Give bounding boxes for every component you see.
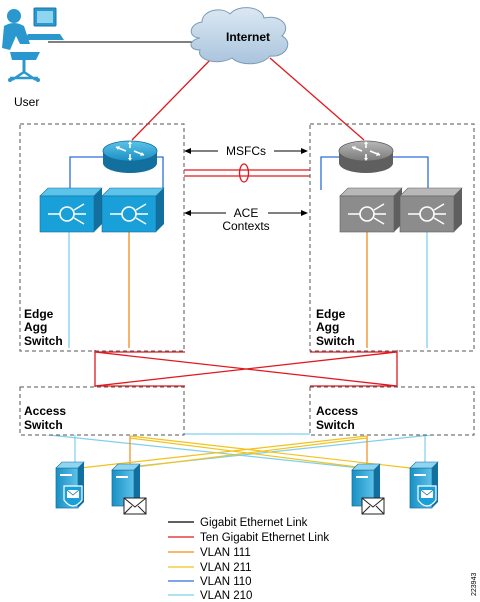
legend-label-vlan211: VLAN 211 [200,562,252,574]
server-mail-2-icon [111,463,147,515]
edge-left-label-2: Agg [24,320,47,334]
link-internet-router-right [269,57,365,141]
server-vlan-links [39,433,441,469]
edge-agg-right-box [309,123,475,352]
ace-label-line2: Contexts [222,219,269,233]
link-vlan110-right-a [320,156,339,190]
access-left-label-1: Access [24,404,66,418]
links [39,41,441,469]
edge-right-label-1: Edge [316,307,346,321]
legend-label-vlan110: VLAN 110 [200,576,252,588]
link-vlan110-right-b [392,156,429,190]
ace-module-left-1-icon [39,187,103,233]
legend-label-gigabit: Gigabit Ethernet Link [200,517,308,529]
access-right-box [309,386,475,436]
server-shield-4-icon [409,461,439,509]
link-edge-right-access-left [94,351,398,387]
link-vlan110-left-a [69,156,103,190]
msfc-router-right-icon [338,140,394,173]
ace-module-left-2-icon [101,187,165,233]
access-left-box [19,386,185,436]
ace-label-line1: ACE [234,206,259,220]
edge-right-label-3: Switch [316,334,355,348]
user-label: User [14,95,39,109]
access-right-label-2: Switch [316,418,355,432]
ace-module-right-1-icon [339,187,403,233]
port-channel-icon [238,163,250,183]
legend-label-ten-gigabit: Ten Gigabit Ethernet Link [200,532,329,544]
user-workstation-icon [2,7,64,82]
ace-module-right-2-icon [399,187,463,233]
edge-agg-left-box [19,123,185,352]
figure-id: 223943 [471,573,478,596]
internet-label: Internet [226,30,270,44]
legend-label-vlan210: VLAN 210 [200,590,252,602]
msfcs-arrow [184,148,308,154]
edge-left-label-3: Switch [24,334,63,348]
link-internet-router-left [131,57,213,141]
edge-right-label-2: Agg [316,320,339,334]
legend-label-vlan111: VLAN 111 [200,547,251,559]
msfc-router-left-icon [102,140,158,173]
access-right-label-1: Access [316,404,358,418]
msfcs-label: MSFCs [226,144,266,158]
server-shield-1-icon [55,461,85,509]
legend: Gigabit Ethernet Link Ten Gigabit Ethern… [168,517,329,602]
access-left-label-2: Switch [24,418,63,432]
edge-left-label-1: Edge [24,307,54,321]
ace-contexts-arrow [184,210,308,216]
server-mail-3-icon [351,463,385,515]
internet-cloud-icon [190,7,289,65]
link-vlan110-left-b [157,156,164,190]
